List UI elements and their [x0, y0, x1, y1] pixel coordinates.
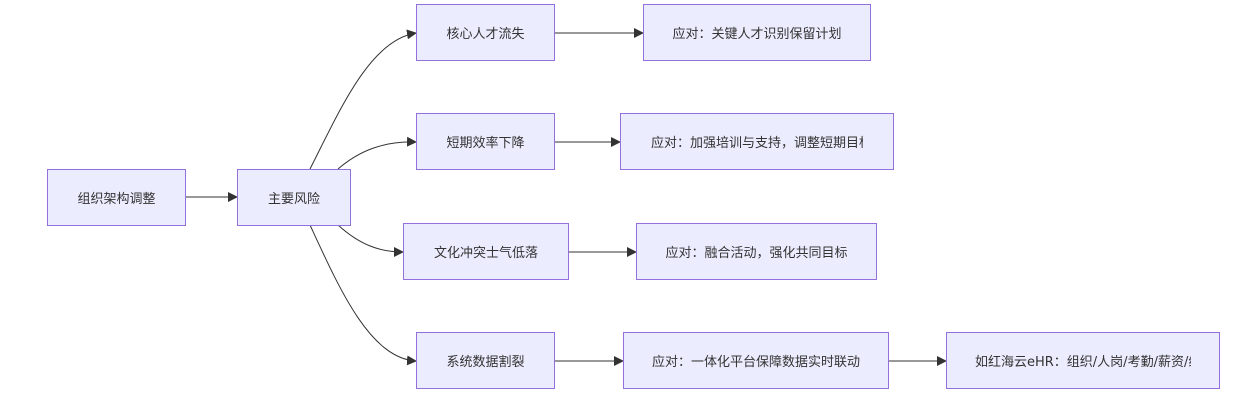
edge-risks-to-system — [309, 224, 417, 366]
node-response-system: 应对：一体化平台保障数据实时联动 — [623, 332, 889, 389]
node-label: 应对：一体化平台保障数据实时联动 — [651, 355, 860, 370]
node-label: 短期效率下降 — [446, 136, 525, 151]
node-label: 系统数据割裂 — [446, 355, 525, 370]
edge-risks-to-culture — [337, 224, 404, 257]
edge-risks-to-efficiency — [337, 136, 417, 170]
node-label: 应对：加强培训与支持，调整短期目标 — [651, 136, 863, 151]
node-org-restructure: 组织架构调整 — [47, 169, 186, 226]
node-label: 组织架构调整 — [77, 192, 156, 207]
node-example-ehr: 如红海云eHR：组织/人岗/考勤/薪资/绩效 — [946, 332, 1220, 389]
node-system-split: 系统数据割裂 — [416, 332, 555, 389]
node-label: 应对：关键人才识别保留计划 — [672, 27, 842, 42]
node-response-efficiency: 应对：加强培训与支持，调整短期目标 — [620, 113, 894, 170]
node-label: 如红海云eHR：组织/人岗/考勤/薪资/绩效 — [975, 355, 1191, 370]
node-response-talent: 应对：关键人才识别保留计划 — [643, 4, 871, 61]
node-efficiency-drop: 短期效率下降 — [416, 113, 555, 170]
node-culture-clash: 文化冲突士气低落 — [403, 223, 569, 280]
node-main-risks: 主要风险 — [237, 169, 351, 226]
node-label: 主要风险 — [267, 192, 320, 207]
node-label: 文化冲突士气低落 — [433, 246, 538, 261]
node-talent-loss: 核心人才流失 — [416, 4, 555, 61]
node-response-culture: 应对：融合活动，强化共同目标 — [636, 223, 877, 280]
node-label: 应对：融合活动，强化共同目标 — [665, 246, 848, 261]
edge-risks-to-talent — [309, 29, 417, 170]
node-label: 核心人才流失 — [446, 27, 525, 42]
